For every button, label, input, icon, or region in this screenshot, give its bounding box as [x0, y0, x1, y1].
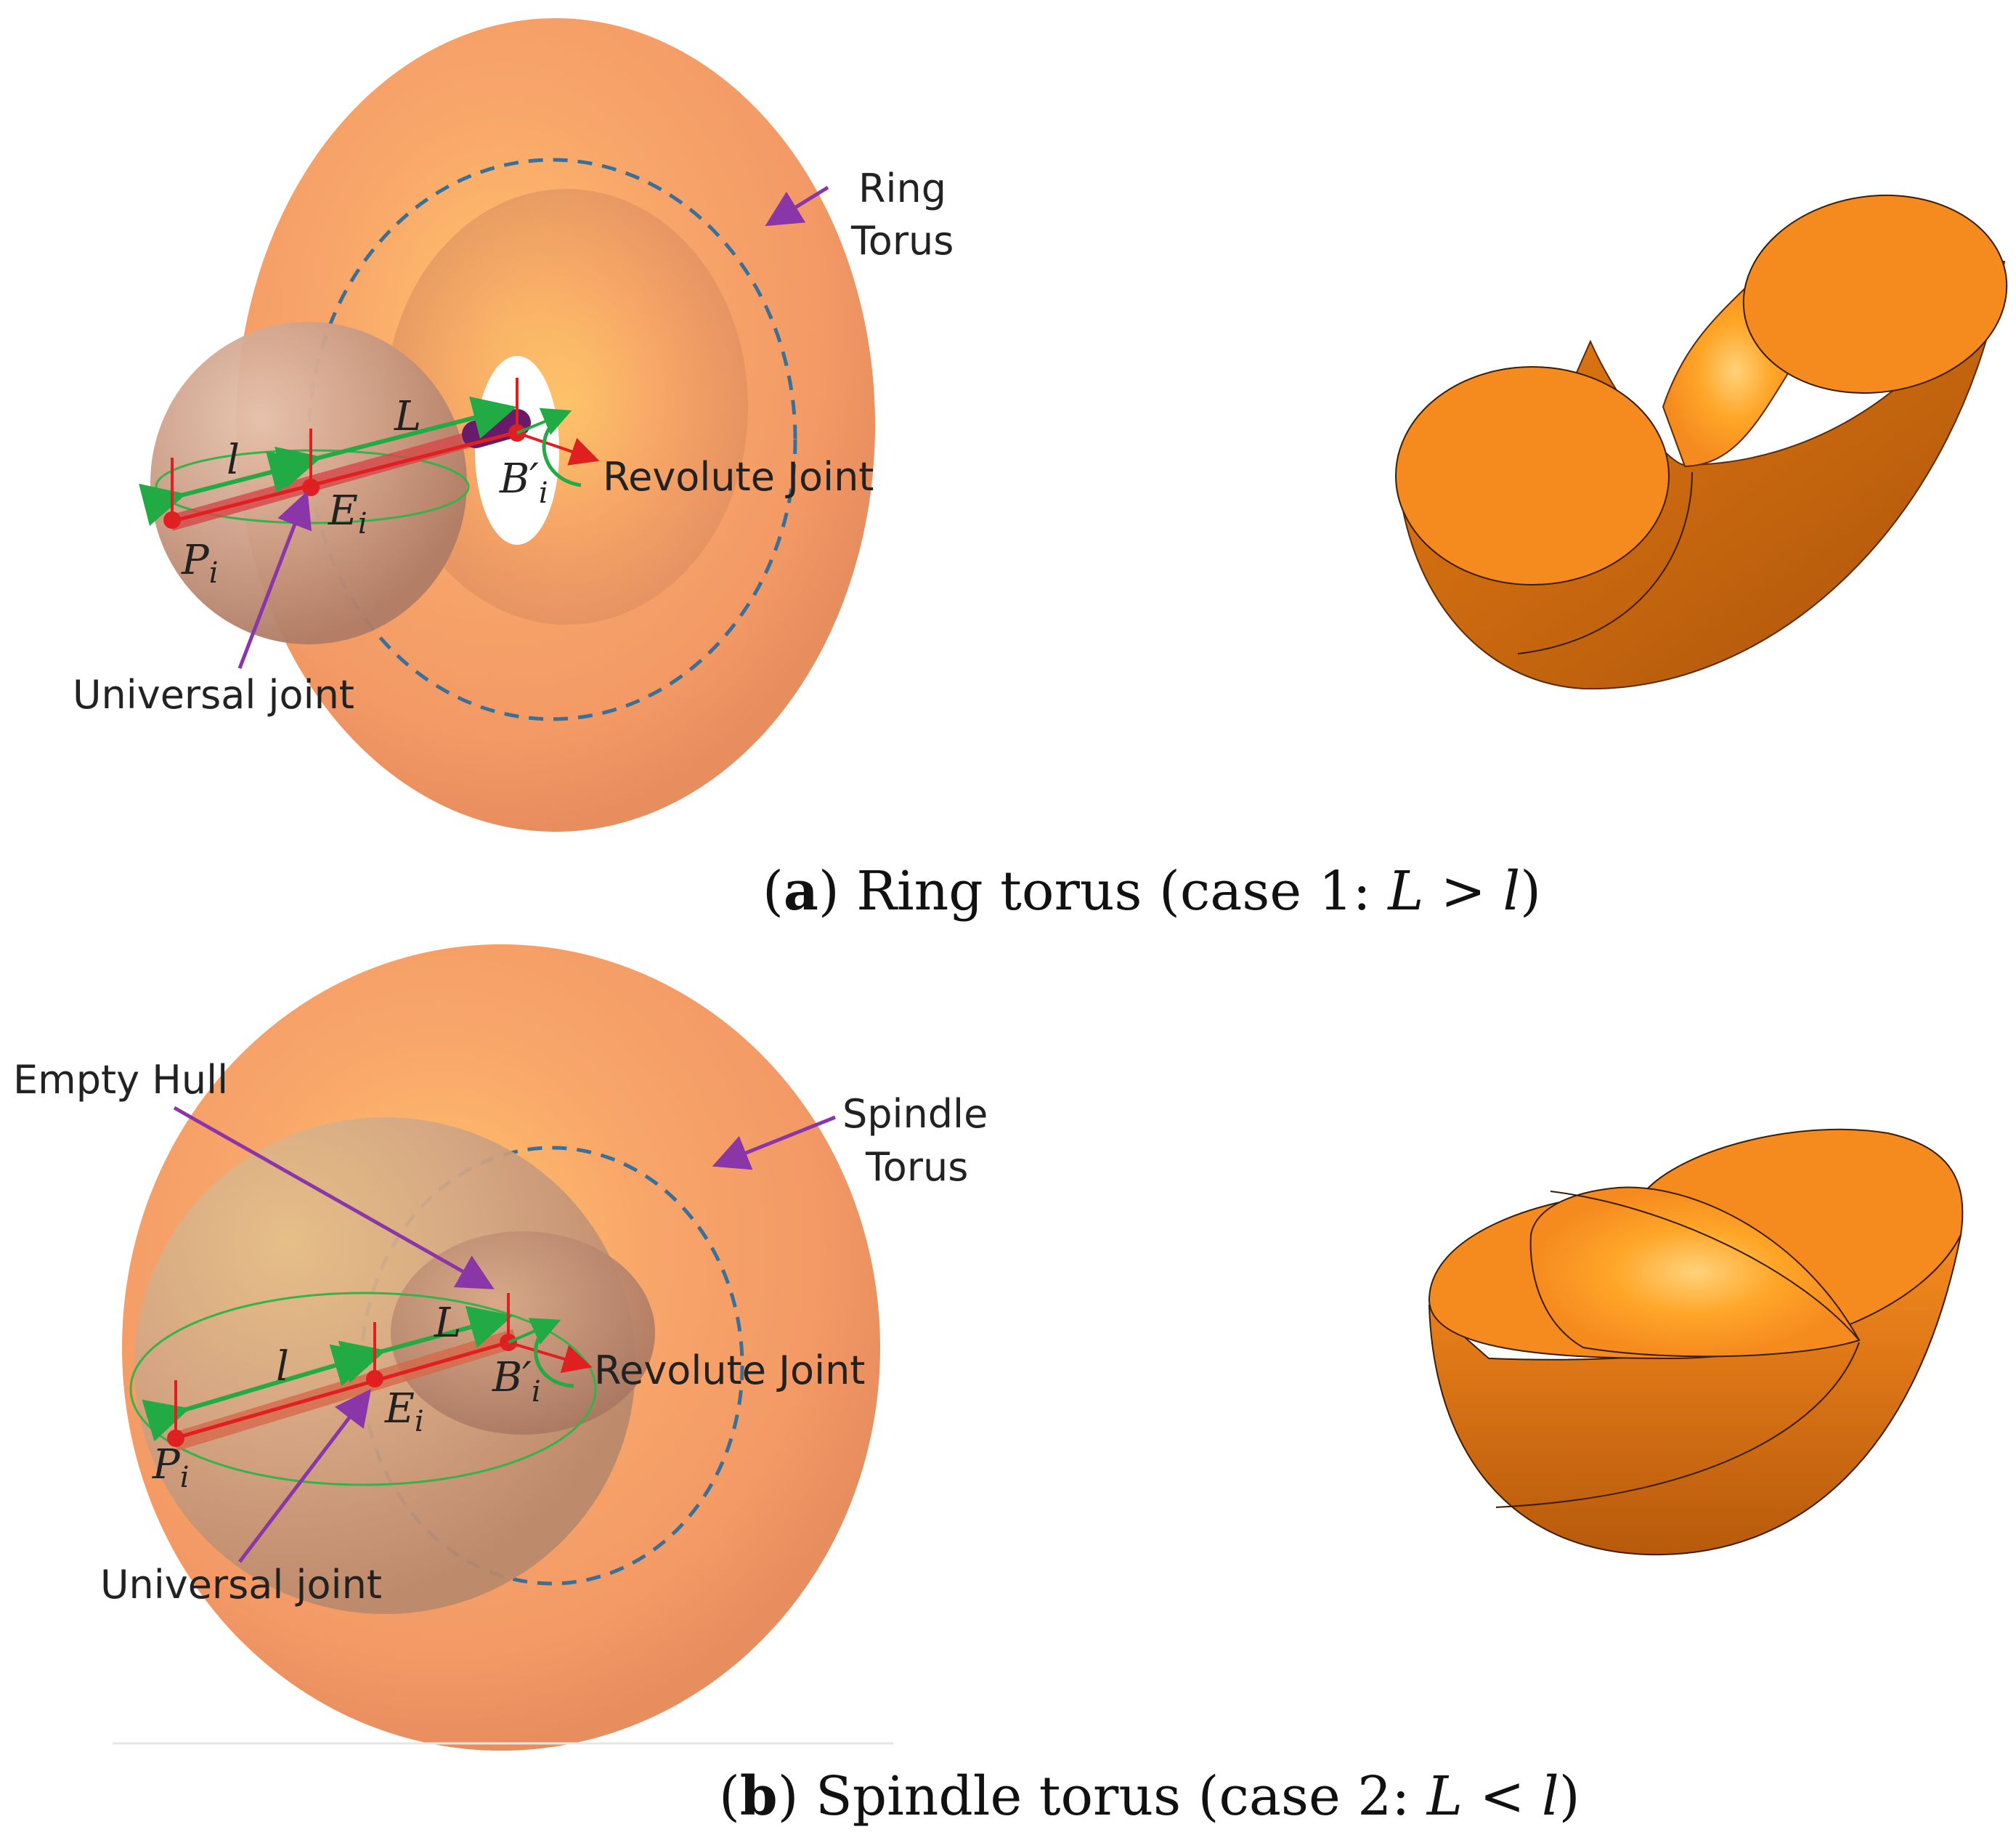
- callout-arrow-spindle: [712, 1115, 836, 1170]
- spindle-solid-seam-lower: [1495, 1342, 1860, 1508]
- ring-solid-seam-lower: [1517, 471, 1693, 654]
- callout-ring-line1: Ring: [858, 166, 946, 211]
- revolute-axis-y-b: [508, 1318, 561, 1345]
- revolute-axis-x: [516, 431, 600, 466]
- revolute-axis-y: [516, 408, 572, 435]
- label-P-b: Pi: [152, 1441, 189, 1494]
- label-E-a: Ei: [328, 487, 367, 540]
- ring-solid-cap-right: [1742, 194, 2008, 394]
- pivot-ellipse-b: [129, 1292, 597, 1486]
- callout-arrow-universal-a: [237, 490, 312, 669]
- callout-spindle-line1: Spindle: [842, 1091, 988, 1137]
- label-P-a: Pi: [181, 537, 218, 590]
- callout-universal-b: Universal joint: [100, 1562, 382, 1608]
- label-L-b: L: [434, 1300, 461, 1347]
- spindle-torus-centre-circle: [359, 1146, 744, 1586]
- label-l-a: l: [227, 437, 240, 484]
- callout-spindle-line2: Torus: [865, 1144, 968, 1190]
- ring-solid-cap-left: [1395, 366, 1670, 585]
- point-p: [163, 511, 181, 529]
- point-e: [302, 479, 320, 496]
- callout-ring-line2: Torus: [850, 218, 954, 264]
- empty-hull-sphere: [391, 1231, 655, 1435]
- dim-L-arrow: [275, 396, 517, 490]
- caption-b: (b) Spindle torus (case 2: L < l): [719, 1765, 1580, 1828]
- dim-l-arrow-b: [142, 1344, 378, 1442]
- callout-arrow-ring-torus: [765, 185, 829, 227]
- panel-b: L l Ei Pi B′i Empty Hull Spindle Torus R…: [13, 944, 1964, 1828]
- spindle-torus-solid: [1428, 1128, 1964, 1556]
- revolute-rotation-arrow-b: [534, 1327, 574, 1388]
- callout-revolute-b: Revolute Joint: [594, 1348, 865, 1393]
- point-e-b: [366, 1370, 383, 1387]
- label-B-b: B′i: [492, 1354, 541, 1409]
- callout-empty-hull: Empty Hull: [13, 1057, 228, 1103]
- label-l-b: l: [276, 1343, 289, 1390]
- dim-L-arrow-b: [338, 1305, 513, 1383]
- point-p-b: [167, 1430, 184, 1447]
- panel-a: L l Ei Pi B′i Ring Torus Revolute Joint …: [73, 18, 2008, 923]
- revolute-rotation-arrow: [542, 418, 582, 487]
- caption-a: (a) Ring torus (case 1: L > l): [763, 860, 1541, 923]
- callout-arrow-empty-hull: [173, 1106, 495, 1289]
- ring-torus-inner-shading: [385, 189, 748, 625]
- callout-revolute-a: Revolute Joint: [603, 454, 874, 500]
- revolute-axis-x-b: [508, 1341, 593, 1374]
- label-L-a: L: [394, 393, 421, 440]
- spindle-solid-seam-top: [1550, 1191, 1860, 1341]
- callout-universal-a: Universal joint: [73, 672, 354, 718]
- callout-arrow-universal-b: [238, 1389, 372, 1563]
- label-B-a: B′i: [499, 455, 548, 510]
- label-E-b: Ei: [384, 1385, 424, 1438]
- ring-torus-solid: [1395, 194, 2008, 690]
